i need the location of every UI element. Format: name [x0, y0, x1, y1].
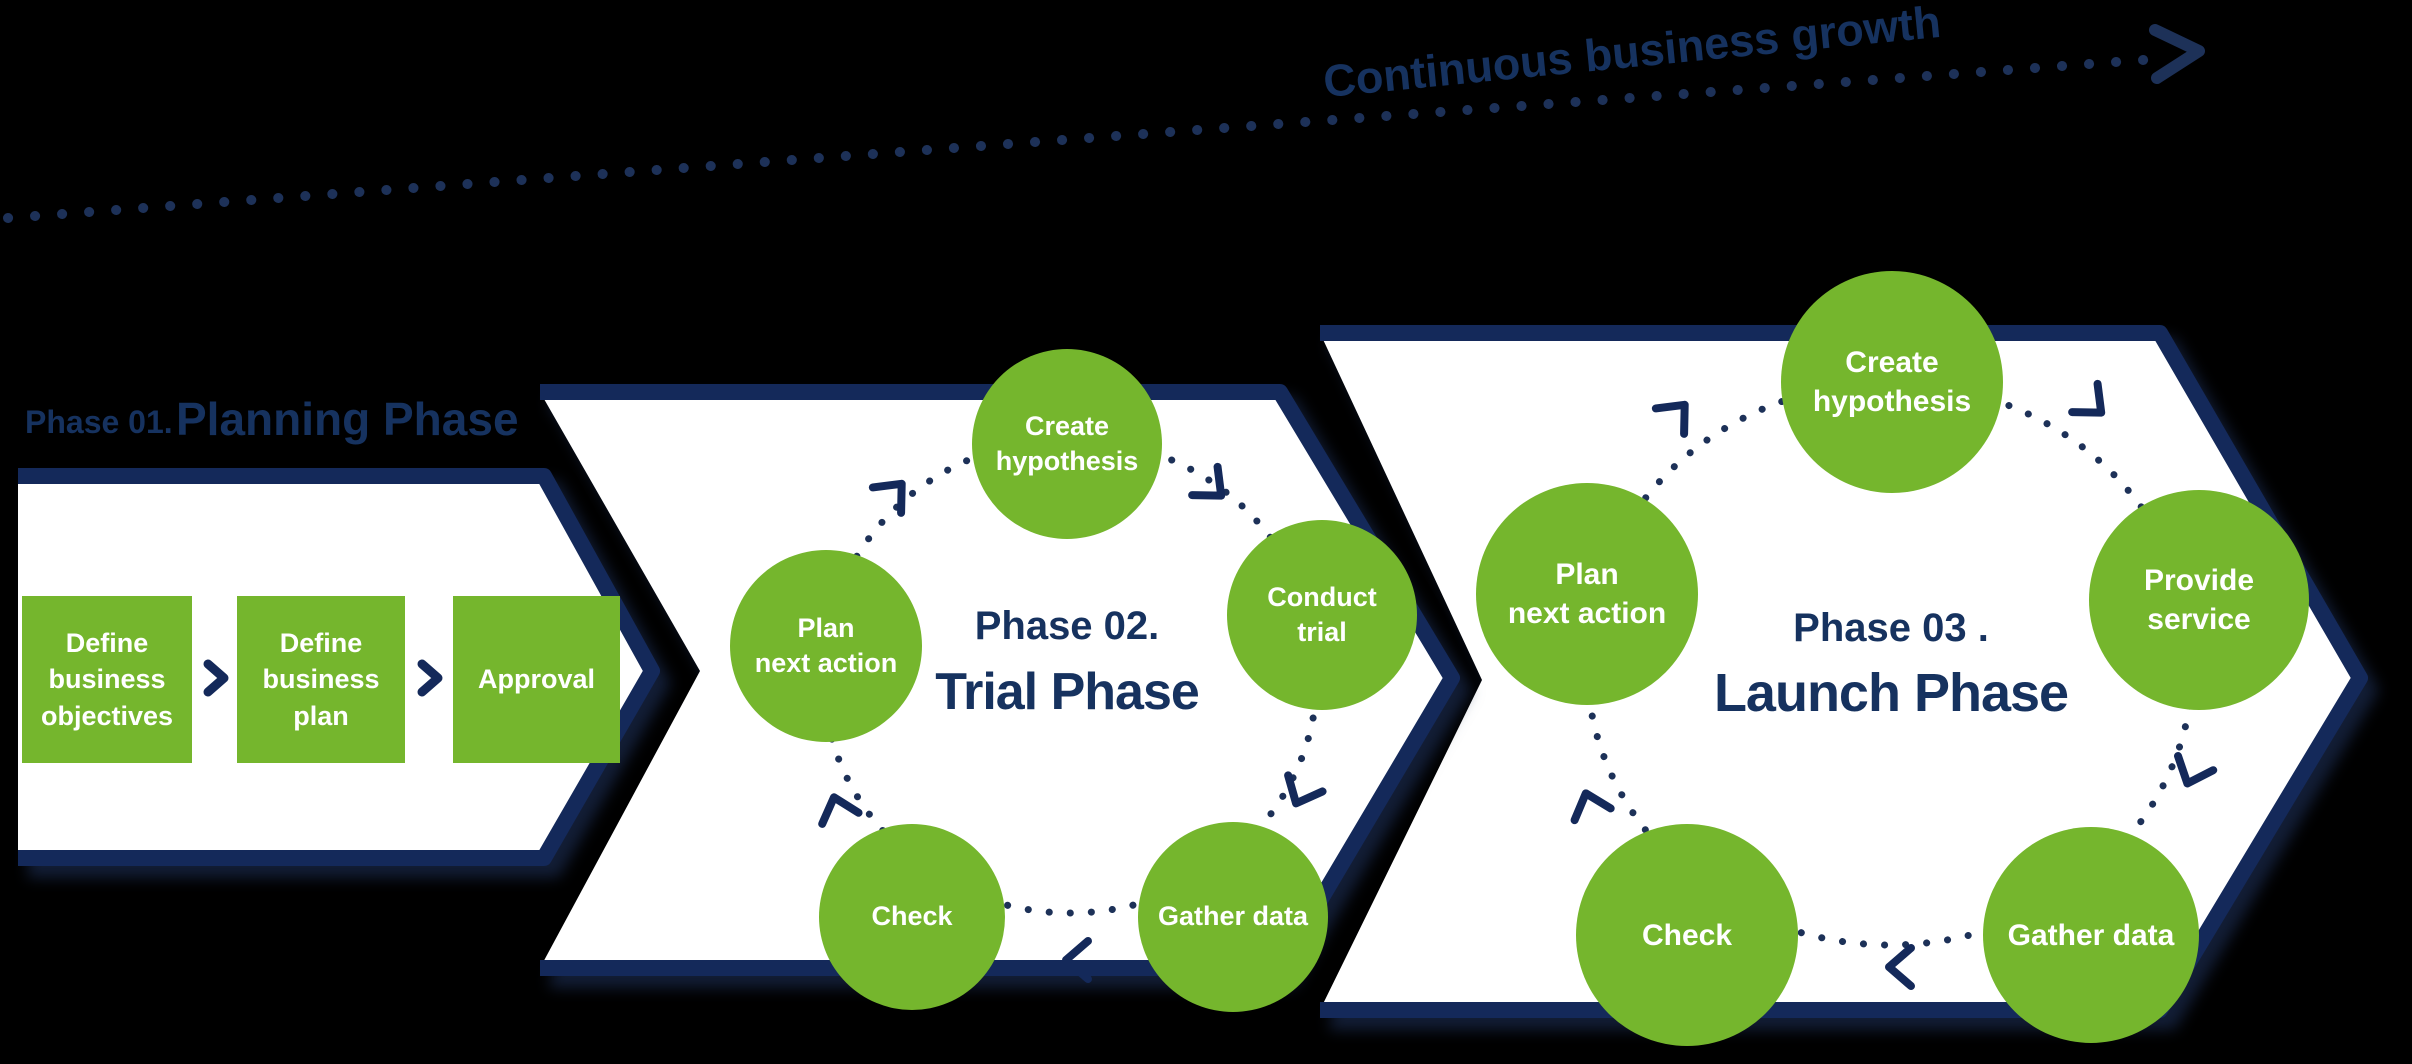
cycle-circle-gather-data: Gather data — [1983, 827, 2199, 1043]
cycle-arrowhead-icon — [2174, 751, 2218, 788]
phase3-label: Phase 03 . — [1793, 606, 1989, 650]
step-chevron-icon — [417, 659, 443, 697]
cycle-arrowhead-icon — [2068, 379, 2106, 417]
cycle-arrowhead-icon — [1188, 462, 1226, 500]
step-box-approval: Approval — [453, 596, 620, 763]
cycle-circle-plan-next-action: Plan next action — [730, 550, 922, 742]
cycle-circle-check: Check — [1576, 824, 1798, 1046]
cycle-circle-gather-data: Gather data — [1138, 822, 1328, 1012]
cycle-arrowhead-icon — [1885, 944, 1915, 990]
cycle-arrowhead-icon — [868, 479, 906, 517]
cycle-circle-conduct-trial: Conduct trial — [1227, 520, 1417, 710]
step-chevron-icon — [203, 659, 229, 697]
cycle-circle-create-hypothesis: Create hypothesis — [972, 349, 1162, 539]
phase3-title: Launch Phase — [1713, 663, 2069, 723]
cycle-arrowhead-icon — [1570, 789, 1615, 825]
phase2-title: Trial Phase — [935, 663, 1200, 721]
cycle-circle-plan-next-action: Plan next action — [1476, 483, 1698, 705]
cycle-circle-create-hypothesis: Create hypothesis — [1781, 271, 2003, 493]
step-box-define-business-objectives: Define business objectives — [22, 596, 192, 763]
phase2-label: Phase 02. — [974, 604, 1160, 648]
growth-dotted-line — [3, 54, 2161, 223]
phase1-label: Phase 01. — [25, 404, 173, 440]
cycle-arrowhead-icon — [1062, 937, 1092, 983]
cycle-arrowhead-icon — [818, 793, 863, 828]
step-box-define-business-plan: Define business plan — [237, 596, 405, 763]
cycle-circle-check: Check — [819, 824, 1005, 1010]
cycle-circle-provide-service: Provide service — [2089, 490, 2309, 710]
cycle-arrowhead-icon — [1284, 771, 1327, 808]
growth-arrowhead-icon — [2149, 24, 2205, 84]
cycle-arrowhead-icon — [1651, 400, 1689, 438]
phase1-title: Planning Phase — [176, 393, 519, 445]
